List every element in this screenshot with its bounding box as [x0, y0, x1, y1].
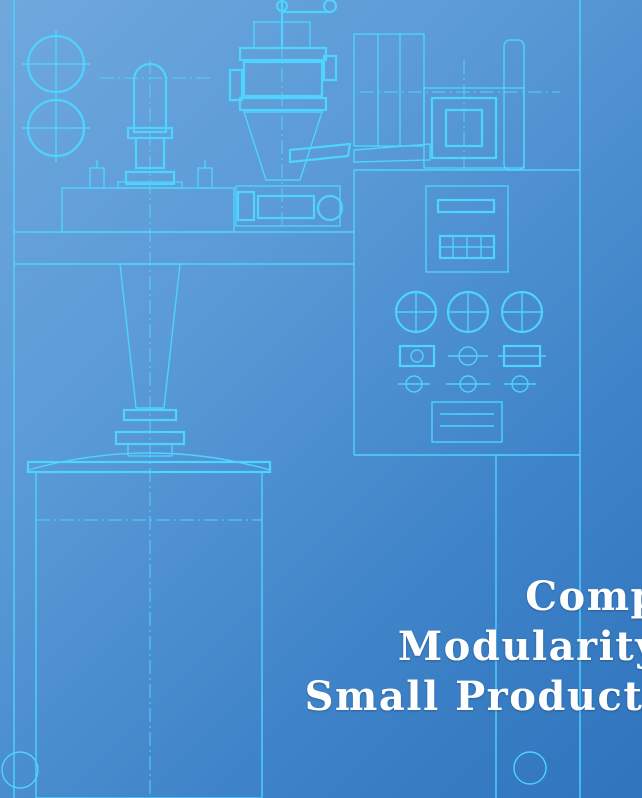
- base-plate: [61, 160, 235, 233]
- control-panel: [394, 185, 546, 443]
- headline-line-3: Small Producti: [304, 673, 642, 720]
- headline-line-2: Modularity: [397, 623, 642, 670]
- hopper-assembly: [228, 0, 352, 230]
- auger-tube: [235, 185, 344, 227]
- vacuum-pipe: [100, 60, 210, 798]
- headline: Comp Modularity Small Producti: [0, 572, 642, 722]
- gauge-icon: [22, 30, 90, 162]
- motor: [353, 33, 560, 171]
- funnel-and-drum: [1, 263, 547, 798]
- headline-line-1: Comp: [525, 573, 642, 620]
